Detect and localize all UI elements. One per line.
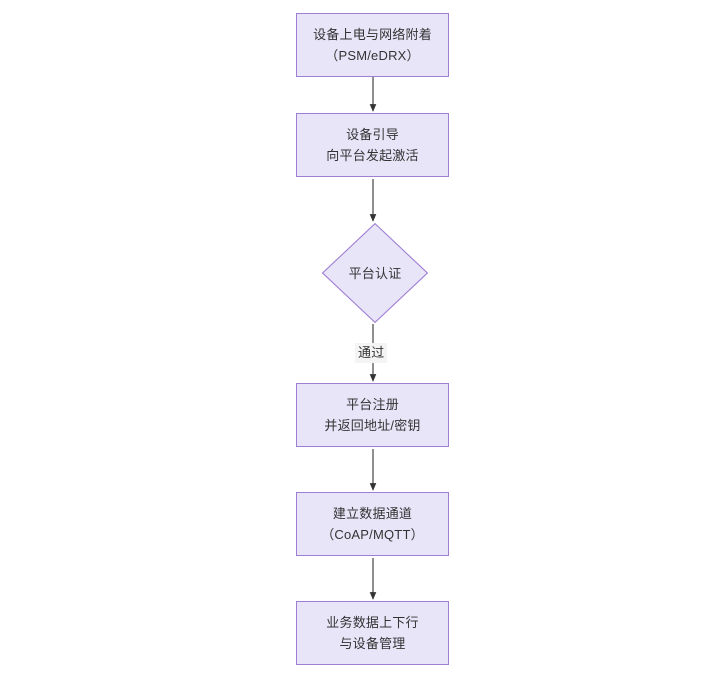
diamond-shape-icon bbox=[322, 223, 428, 323]
node-label-line2: 并返回地址/密钥 bbox=[324, 418, 421, 433]
node-establish-data-channel[interactable]: 建立数据通道 （CoAP/MQTT） bbox=[296, 492, 449, 556]
node-label-line2: 与设备管理 bbox=[339, 636, 406, 651]
node-label-line2: （CoAP/MQTT） bbox=[321, 527, 424, 542]
node-label-line1: 设备引导 bbox=[346, 127, 399, 142]
node-device-bootstrap[interactable]: 设备引导 向平台发起激活 bbox=[296, 113, 449, 177]
node-label-line2: （PSM/eDRX） bbox=[325, 48, 420, 63]
node-label-line1: 设备上电与网络附着 bbox=[313, 27, 432, 42]
node-device-power-on[interactable]: 设备上电与网络附着 （PSM/eDRX） bbox=[296, 13, 449, 77]
node-platform-authentication[interactable]: 平台认证 bbox=[322, 223, 428, 323]
node-label-line2: 向平台发起激活 bbox=[326, 148, 419, 163]
node-business-data-and-device-management[interactable]: 业务数据上下行 与设备管理 bbox=[296, 601, 449, 665]
edge-label-pass: 通过 bbox=[355, 343, 388, 363]
node-label-line1: 建立数据通道 bbox=[332, 506, 413, 521]
node-label-line1: 平台注册 bbox=[346, 397, 399, 412]
node-label-line1: 业务数据上下行 bbox=[326, 615, 419, 630]
node-platform-registration[interactable]: 平台注册 并返回地址/密钥 bbox=[296, 383, 449, 447]
node-label-line1: 平台认证 bbox=[348, 265, 402, 281]
